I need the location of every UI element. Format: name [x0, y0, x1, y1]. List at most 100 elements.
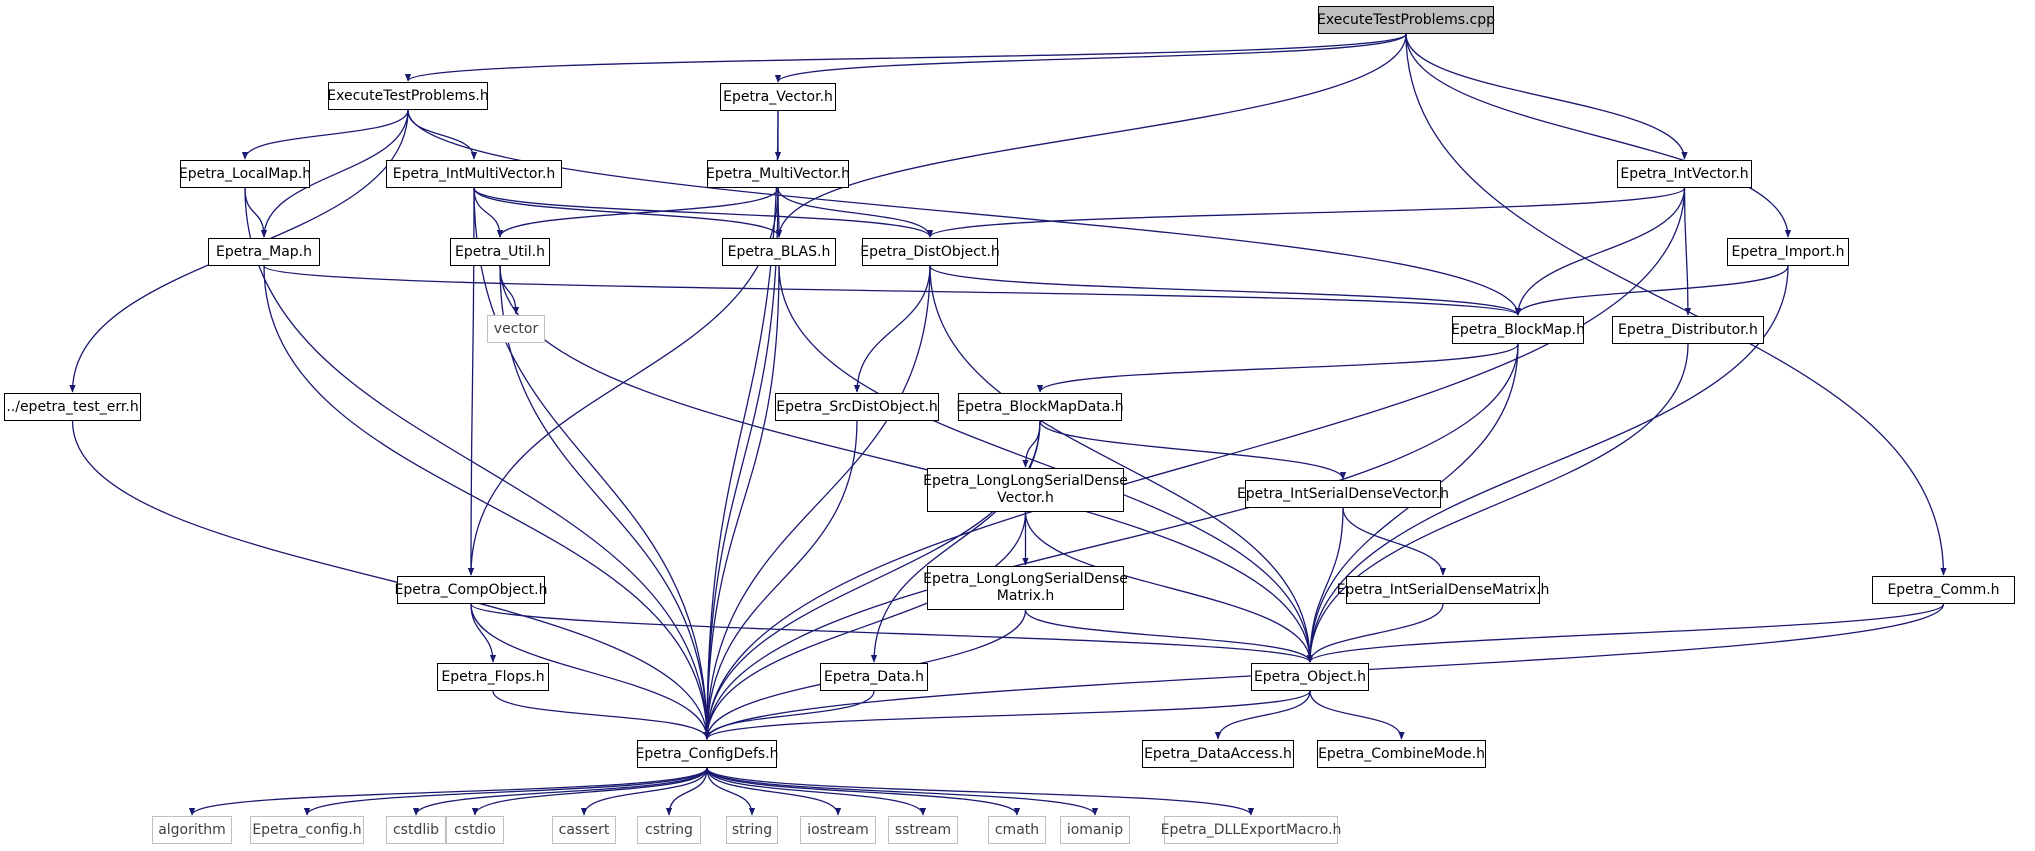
node-blockmap[interactable]: Epetra_BlockMap.h: [1451, 316, 1585, 344]
node-label: Epetra_CompObject.h: [394, 581, 548, 598]
node-label: Epetra_Data.h: [824, 668, 924, 685]
node-label: iomanip: [1066, 821, 1124, 838]
node-label: Epetra_IntMultiVector.h: [392, 165, 556, 182]
edge-distobj-to-blockmap: [929, 265, 1522, 316]
node-label: Epetra_Import.h: [1731, 243, 1845, 260]
edge-util-to-configdefs: [499, 265, 711, 740]
node-map[interactable]: Epetra_Map.h: [208, 238, 320, 266]
node-label: Epetra_Comm.h: [1887, 581, 2000, 598]
node-localmap[interactable]: Epetra_LocalMap.h: [178, 160, 312, 188]
edge-blockmap-to-configdefs: [703, 343, 1519, 740]
node-label: iostream: [807, 821, 869, 838]
edge-intvec-to-distributor: [1683, 187, 1692, 316]
node-util[interactable]: Epetra_Util.h: [450, 238, 550, 266]
node-label: Epetra_Util.h: [455, 243, 546, 260]
edge-bmdata-to-data: [870, 420, 1041, 663]
edge-localmap-to-configdefs: [244, 187, 711, 740]
node-iomanip: iomanip: [1060, 816, 1130, 844]
edge-etp_h-to-map: [260, 109, 409, 238]
edge-object-to-configdefs: [703, 690, 1311, 740]
node-label: algorithm: [158, 821, 226, 838]
edge-root-to-comm: [1405, 33, 1947, 576]
edge-configdefs-to-sstream: [706, 767, 927, 816]
edge-llsdm-to-object: [1024, 609, 1314, 663]
node-combinemode[interactable]: Epetra_CombineMode.h: [1317, 740, 1486, 768]
node-vector_h[interactable]: Epetra_Vector.h: [720, 83, 836, 111]
node-label: cassert: [558, 821, 610, 838]
edge-configdefs-to-cmath: [706, 767, 1021, 816]
node-label: cmath: [994, 821, 1040, 838]
edge-util-to-object: [499, 265, 1314, 663]
node-dllexport: Epetra_DLLExportMacro.h: [1161, 816, 1341, 844]
node-config: Epetra_config.h: [250, 816, 364, 844]
node-cstdlib: cstdlib: [386, 816, 446, 844]
node-label: Epetra_Map.h: [215, 243, 313, 260]
node-etp_h[interactable]: ExecuteTestProblems.h: [327, 82, 489, 110]
node-configdefs[interactable]: Epetra_ConfigDefs.h: [635, 740, 779, 768]
node-intvec[interactable]: Epetra_IntVector.h: [1617, 160, 1752, 188]
edge-object-to-combinemode: [1309, 690, 1405, 740]
node-blas[interactable]: Epetra_BLAS.h: [722, 238, 836, 266]
edge-import-to-blockmap: [1514, 265, 1789, 316]
node-vector_std: vector: [487, 315, 545, 343]
node-label: Epetra_Vector.h: [723, 88, 833, 105]
edge-intmv-to-configdefs: [473, 187, 711, 740]
edge-vector_h-to-configdefs: [703, 110, 779, 740]
node-import[interactable]: Epetra_Import.h: [1727, 238, 1849, 266]
node-flops[interactable]: Epetra_Flops.h: [437, 663, 549, 691]
node-llsdv[interactable]: Epetra_LongLongSerialDense Vector.h: [923, 468, 1128, 512]
node-root[interactable]: ExecuteTestProblems.cpp: [1317, 6, 1495, 34]
edge-configdefs-to-iostream: [706, 767, 842, 816]
edge-map-to-configdefs: [263, 265, 711, 740]
node-cstring: cstring: [637, 816, 701, 844]
node-algorithm: algorithm: [152, 816, 232, 844]
edge-distributor-to-object: [1306, 343, 1689, 663]
node-compobj[interactable]: Epetra_CompObject.h: [394, 576, 548, 604]
edge-distobj-to-configdefs: [703, 265, 931, 740]
edge-intvec-to-configdefs: [703, 187, 1686, 740]
edge-bmdata-to-isdv: [1039, 420, 1347, 480]
node-comm[interactable]: Epetra_Comm.h: [1872, 576, 2015, 604]
edge-configdefs-to-cstdio: [471, 767, 708, 816]
node-cstdio: cstdio: [446, 816, 504, 844]
edge-configdefs-to-config: [303, 767, 708, 816]
node-data[interactable]: Epetra_Data.h: [820, 663, 928, 691]
edge-comm-to-object: [1306, 603, 1945, 663]
edge-configdefs-to-iomanip: [706, 767, 1099, 816]
node-object[interactable]: Epetra_Object.h: [1251, 663, 1369, 691]
edge-configdefs-to-cassert: [580, 767, 708, 816]
node-sstream: sstream: [888, 816, 958, 844]
node-isdm[interactable]: Epetra_IntSerialDenseMatrix.h: [1337, 576, 1549, 604]
edge-llsdv-to-configdefs: [703, 511, 1027, 740]
node-testerr[interactable]: ../epetra_test_err.h: [4, 393, 141, 421]
node-dataaccess[interactable]: Epetra_DataAccess.h: [1142, 740, 1294, 768]
node-srcdist[interactable]: Epetra_SrcDistObject.h: [775, 393, 939, 421]
edge-configdefs-to-string: [706, 767, 756, 816]
node-distributor[interactable]: Epetra_Distributor.h: [1612, 316, 1764, 344]
node-bmdata[interactable]: Epetra_BlockMapData.h: [956, 393, 1124, 421]
node-llsdm[interactable]: Epetra_LongLongSerialDense Matrix.h: [923, 566, 1128, 610]
edge-intmv-to-distobj: [473, 187, 934, 238]
edge-root-to-import: [1405, 33, 1792, 238]
node-label: Epetra_DataAccess.h: [1144, 745, 1292, 762]
node-label: Epetra_SrcDistObject.h: [776, 398, 938, 415]
edge-root-to-blas: [775, 33, 1407, 238]
node-label: Epetra_LocalMap.h: [178, 165, 312, 182]
edge-root-to-intvec: [1405, 33, 1688, 160]
node-mv[interactable]: Epetra_MultiVector.h: [706, 160, 850, 188]
edge-testerr-to-configdefs: [71, 420, 711, 740]
node-intmv[interactable]: Epetra_IntMultiVector.h: [386, 160, 562, 188]
node-label: Epetra_BlockMapData.h: [956, 398, 1124, 415]
edge-blas-to-object: [778, 265, 1314, 663]
node-label: Epetra_Flops.h: [441, 668, 545, 685]
node-label: cstring: [645, 821, 693, 838]
edge-distobj-to-srcdist: [853, 265, 931, 393]
edge-compobj-to-object: [470, 603, 1313, 663]
node-isdv[interactable]: Epetra_IntSerialDenseVector.h: [1237, 480, 1449, 508]
edge-root-to-vector_h: [774, 33, 1407, 83]
node-label: vector: [493, 320, 539, 337]
node-distobj[interactable]: Epetra_DistObject.h: [860, 238, 1000, 266]
node-label: Epetra_DLLExportMacro.h: [1160, 821, 1342, 838]
node-label: cstdio: [454, 821, 496, 838]
